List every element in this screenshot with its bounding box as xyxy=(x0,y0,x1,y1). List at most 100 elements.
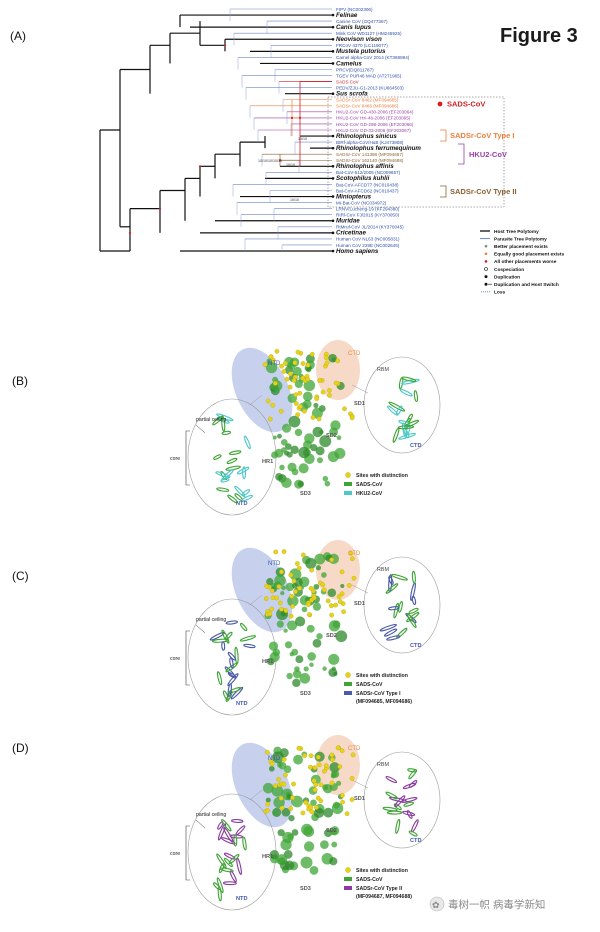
node-labels: 10/10 10/10/10/10/10 10/10 10/10 xyxy=(258,137,307,202)
group-label-sads: SADS-CoV xyxy=(447,100,485,109)
spike-ribbon xyxy=(281,477,292,489)
spike-ribbon xyxy=(277,433,282,439)
distinction-site xyxy=(293,589,298,595)
spike-ribbon xyxy=(281,447,287,453)
ntd-ribbon xyxy=(213,454,222,460)
legend-accession-label: (MF094687, MF094688) xyxy=(356,894,412,900)
ntd-ribbon xyxy=(221,415,226,432)
spike-ribbon xyxy=(293,754,303,765)
ctd-ribbon xyxy=(388,401,406,412)
spike-ribbon xyxy=(272,809,278,816)
distinction-site xyxy=(269,588,275,594)
spike-ribbon xyxy=(286,794,292,799)
spike-ribbon xyxy=(279,464,285,471)
domain-label-hr1: HR1 xyxy=(262,659,273,665)
callout-core: core xyxy=(170,456,180,462)
domain-label-ctd: CTD xyxy=(348,351,361,357)
ntd-ribbon xyxy=(218,863,225,874)
distinction-site xyxy=(274,348,280,354)
distinction-site xyxy=(302,753,308,759)
distinction-site xyxy=(328,603,334,608)
legend-entry: Equally good placement exists xyxy=(494,252,564,258)
virus-taxon-label: SADSr-CoV 141388 (MF094687) xyxy=(336,152,404,157)
domain-label-rbm: RBM xyxy=(377,762,389,768)
spike-ribbon xyxy=(289,651,295,657)
distinction-site xyxy=(336,594,342,599)
distinction-site xyxy=(281,757,287,762)
event-node xyxy=(198,165,202,168)
ctd-ribbon xyxy=(413,390,419,403)
host-taxon-label: Cricetinae xyxy=(336,230,366,237)
tip-node xyxy=(331,165,335,168)
spike-ribbon xyxy=(269,651,280,663)
distinction-site xyxy=(288,613,294,619)
domain-label-ntd: NTD xyxy=(268,561,281,567)
inset-label-ctd: CTD xyxy=(410,838,422,844)
ntd-ribbon xyxy=(227,494,239,504)
ntd-ribbon xyxy=(239,635,257,642)
distinction-site xyxy=(337,599,343,604)
host-taxon-label: Rhinolophus sinicus xyxy=(336,133,397,140)
callout-core: core xyxy=(170,851,180,857)
virus-taxon-label: PEDV/ZJU-G1-2013 (KU664503) xyxy=(336,85,404,90)
distinction-site xyxy=(300,810,306,816)
legend-symbol xyxy=(484,252,488,256)
node-label: 10/10 xyxy=(298,137,307,141)
spike-ribbon xyxy=(283,628,288,633)
ntd-ribbon xyxy=(216,487,230,492)
distinction-site xyxy=(322,768,327,774)
distinction-site xyxy=(282,360,288,366)
distinction-site xyxy=(308,764,313,770)
figure-title: Figure 3 xyxy=(500,25,578,47)
legend-entry: Duplication and Host Switch xyxy=(494,282,559,288)
distinction-site xyxy=(335,358,341,364)
distinction-site xyxy=(288,371,293,377)
distinction-site xyxy=(317,762,322,768)
distinction-site xyxy=(320,389,326,395)
spike-ribbon xyxy=(327,588,337,597)
inset-label-ntd: NTD xyxy=(236,896,248,902)
spike-ribbon xyxy=(290,445,299,454)
domain-label-rbm: RBM xyxy=(377,367,389,373)
inset-label-ntd: NTD xyxy=(236,501,248,507)
distinction-site xyxy=(293,401,299,406)
distinction-site xyxy=(288,572,294,578)
distinction-site xyxy=(302,408,307,414)
spike-ribbon xyxy=(305,557,317,570)
legend-entry: Parasite Tree Polytomy xyxy=(494,236,547,242)
domain-label-sd2: SD2 xyxy=(326,433,337,439)
spike-ribbon xyxy=(316,457,323,464)
ctd-ribbon xyxy=(408,780,418,788)
spike-ribbon xyxy=(272,435,277,440)
spike-ribbon xyxy=(304,433,315,444)
legend-symbol xyxy=(484,244,488,248)
panel-label-d: (D) xyxy=(12,741,29,755)
host-taxon-label: Canis lupus xyxy=(336,24,372,31)
virus-taxon-label: Bat-CoV-AFCD62 (NC010437) xyxy=(336,188,399,193)
domain-label-rbm: RBM xyxy=(377,567,389,573)
ntd-ribbon xyxy=(225,631,233,640)
distinction-site xyxy=(315,795,321,801)
spike-ribbon xyxy=(276,854,288,866)
virus-taxon-label: Human CoV 229E (NC002645) xyxy=(336,243,400,248)
ntd-ribbon xyxy=(221,641,226,651)
spike-ribbon xyxy=(310,444,318,452)
distinction-site xyxy=(329,752,335,758)
panel-label-c: (C) xyxy=(12,569,29,583)
distinction-site xyxy=(315,754,321,760)
spike-ribbon xyxy=(287,595,299,607)
tip-node xyxy=(331,249,335,253)
event-node xyxy=(128,231,132,234)
ntd-ribbon xyxy=(220,478,230,483)
ntd-ribbon xyxy=(225,620,238,625)
node-label: 10/10 xyxy=(290,198,299,202)
spike-ribbon xyxy=(330,826,340,836)
distinction-site xyxy=(300,361,306,366)
distinction-site xyxy=(309,809,315,815)
spike-ribbon xyxy=(295,655,304,664)
node-label: 10/10 xyxy=(286,163,295,167)
virus-taxon-label: SADSr-CoV 8462 (MF094685) xyxy=(336,98,399,103)
ctd-ribbon xyxy=(399,388,413,397)
